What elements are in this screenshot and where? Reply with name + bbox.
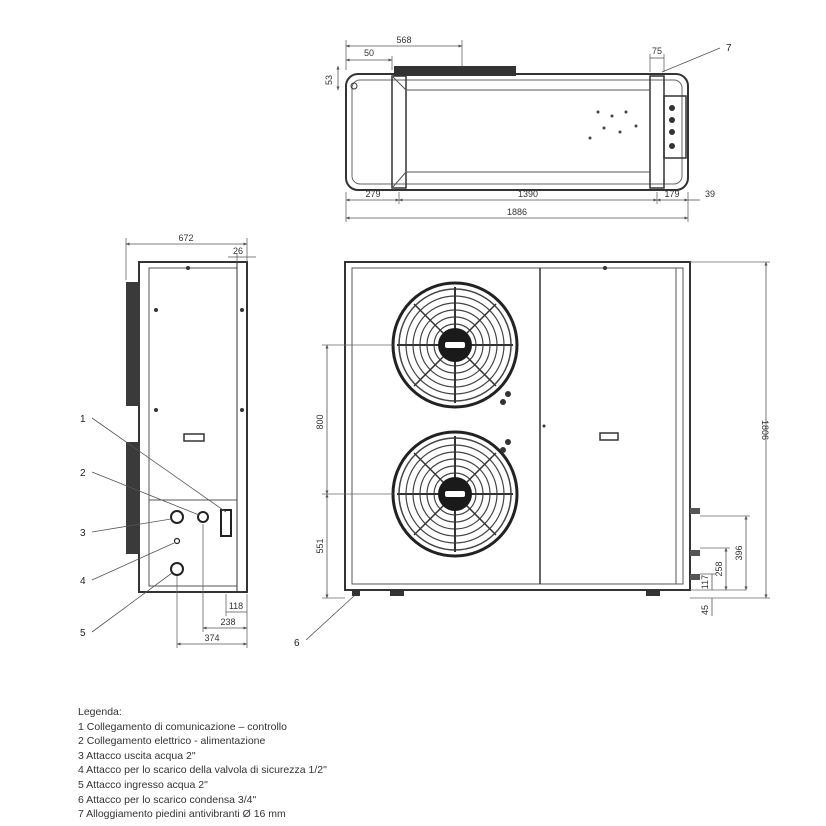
top-connection-panel	[663, 95, 687, 159]
dim-top-50: 50	[364, 48, 374, 58]
dim-front-800: 800	[315, 414, 325, 429]
lower-fan-icon	[391, 430, 519, 558]
technical-drawing: 568 50 53 75 279 1390 179 39 1886 7	[80, 35, 770, 649]
callout-2: 2	[80, 468, 86, 479]
dim-top-1886: 1886	[507, 207, 527, 217]
dim-front-551: 551	[315, 538, 325, 553]
side-view: 672 26 118 238 374 1 2 3 4 5	[80, 233, 256, 648]
dim-front-117: 117	[700, 575, 710, 589]
legend: Legenda: 1 Collegamento di comunicazione…	[78, 705, 327, 822]
legend-item-1: 1 Collegamento di comunicazione – contro…	[78, 720, 287, 733]
callout-3: 3	[80, 528, 86, 539]
water-outlet-connection	[170, 510, 184, 524]
top-fan-housing	[394, 66, 516, 76]
safety-valve-drain	[173, 537, 181, 545]
dim-side-118: 118	[229, 601, 243, 611]
dim-side-672: 672	[178, 233, 193, 243]
dim-front-1806: 1806	[760, 420, 770, 440]
front-view: 800 551 1806 396 258 117 45 6	[294, 261, 770, 649]
side-coil-upper	[126, 282, 140, 406]
callout-7: 7	[726, 43, 732, 54]
dim-top-279: 279	[365, 189, 380, 199]
dim-side-238: 238	[220, 617, 235, 627]
legend-item-5: 5 Attacco ingresso acqua 2"	[78, 778, 208, 791]
upper-fan-icon	[391, 281, 519, 409]
dim-front-45: 45	[700, 605, 710, 615]
legend-title: Legenda:	[78, 706, 122, 718]
condensate-drain	[352, 590, 360, 596]
legend-item-6: 6 Attacco per lo scarico condensa 3/4"	[78, 793, 257, 806]
legend-item-4: 4 Attacco per lo scarico della valvola d…	[78, 764, 327, 777]
legend-item-7: 7 Alloggiamento piedini antivibranti Ø 1…	[78, 808, 286, 821]
dim-front-396: 396	[734, 545, 744, 560]
side-coil-lower	[126, 442, 140, 554]
callout-5: 5	[80, 628, 86, 639]
power-connection	[197, 511, 209, 523]
legend-item-2: 2 Collegamento elettrico - alimentazione	[78, 735, 266, 748]
dim-top-179: 179	[664, 189, 679, 199]
dim-top-39: 39	[705, 189, 715, 199]
callout-6: 6	[294, 638, 300, 649]
communication-connection	[220, 509, 232, 537]
top-view: 568 50 53 75 279 1390 179 39 1886 7	[324, 35, 732, 222]
callout-4: 4	[80, 576, 86, 587]
top-view-body	[345, 73, 689, 191]
legend-item-3: 3 Attacco uscita acqua 2"	[78, 749, 196, 762]
dim-top-75: 75	[652, 46, 662, 56]
dim-front-258: 258	[714, 561, 724, 576]
dim-top-1390: 1390	[518, 189, 538, 199]
water-inlet-connection	[170, 562, 184, 576]
dim-top-568: 568	[396, 35, 411, 45]
callout-1: 1	[80, 414, 86, 425]
dim-top-53: 53	[324, 75, 334, 85]
dim-side-374: 374	[204, 633, 219, 643]
dim-side-26: 26	[233, 246, 243, 256]
front-view-body	[344, 261, 691, 591]
